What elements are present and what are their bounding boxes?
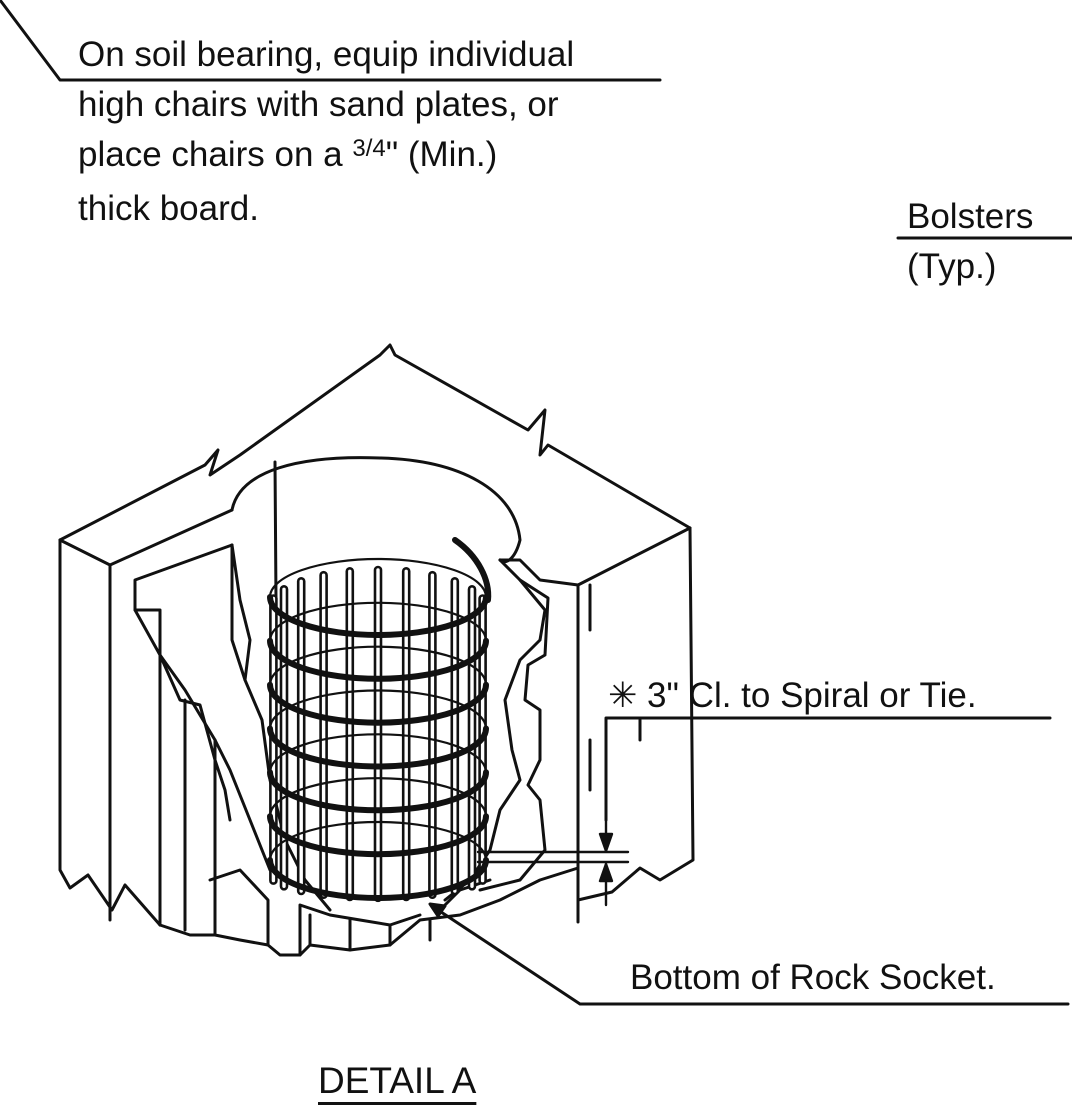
soil-note-line-3: place chairs on a 3/4" (Min.) (78, 130, 574, 184)
bolsters-label: Bolsters (907, 197, 1034, 236)
vertical-bar (345, 566, 355, 902)
spiral-hoop-front (267, 637, 489, 682)
rock-socket (133, 456, 580, 957)
soil-note-line-4: thick board. (78, 189, 259, 228)
spiral-hoop-front (267, 769, 489, 814)
clearance-leader (604, 716, 1052, 822)
spiral-hoop-front (267, 813, 489, 858)
vertical-bar (401, 566, 411, 902)
soil-note-line-2: high chairs with sand plates, or (78, 85, 559, 124)
spiral-hoop-front (267, 594, 489, 638)
vertical-bar (428, 570, 437, 900)
clear-cover-note: ✳ 3" Cl. to Spiral or Tie. (608, 676, 977, 715)
bottom-leader (430, 904, 1070, 1006)
left-face (58, 538, 162, 927)
reinforcing-cage (267, 537, 492, 903)
spiral-hoop-back (268, 601, 488, 642)
soil-note-line-1: On soil bearing, equip individual (78, 35, 575, 74)
clearance-arrow-top (598, 832, 614, 853)
clear-cover-dimension (476, 818, 630, 907)
leader-lines (0, 0, 1072, 1006)
spiral-hoop-back (268, 645, 488, 686)
spiral-hoop-back (268, 820, 488, 862)
spiral-hoop-front (267, 857, 489, 901)
vertical-bar (319, 570, 328, 900)
spiral-hoop-back (268, 777, 488, 818)
socket-right-wall (443, 558, 547, 902)
socket-rim (230, 456, 522, 564)
spiral-hoop-back (268, 557, 488, 599)
bolsters-note: Bolsters (Typ.) (907, 192, 1033, 292)
spiral-hoop-front (267, 725, 489, 770)
three-quarter-fraction: 3/4 (352, 135, 386, 162)
soil-note-leader (0, 0, 662, 82)
spiral-hoop-front (267, 681, 489, 726)
soil-note-min-text: " (Min.) (385, 135, 498, 174)
spiral-end-hook (452, 537, 492, 603)
spiral-hoop-back (268, 689, 488, 730)
soil-bearing-note: On soil bearing, equip individual high c… (78, 30, 574, 234)
spiral-hoops (267, 557, 489, 901)
soil-note-line-3-text: place chairs on a (78, 135, 343, 174)
detail-title: DETAIL A (318, 1060, 477, 1101)
clearance-arrow-bottom (598, 862, 614, 883)
bolsters-typ-label: (Typ.) (907, 247, 997, 286)
spiral-hoop-back (268, 733, 488, 774)
bottom-of-socket-note: Bottom of Rock Socket. (630, 958, 996, 997)
top-surface-outline (58, 343, 692, 542)
